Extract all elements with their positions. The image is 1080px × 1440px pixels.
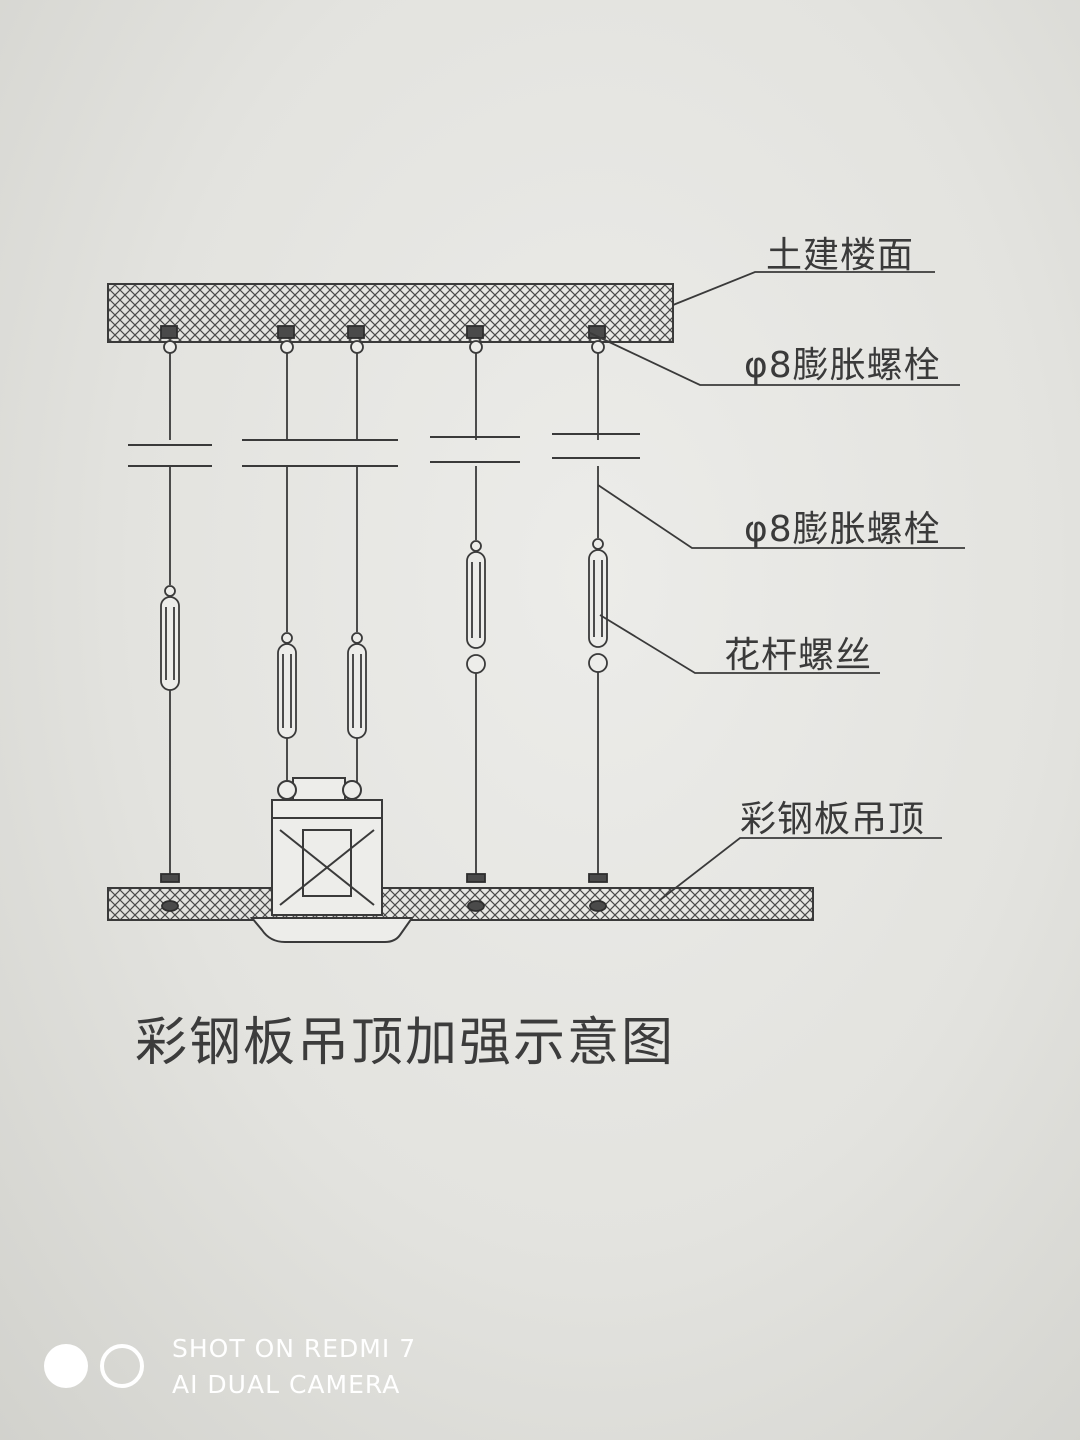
rod-4-hook [469,340,483,354]
rod-3-eye-top [351,632,363,644]
label-ceiling: 彩钢板吊顶 [740,799,926,840]
rod-1-turnbuckle [160,596,180,691]
rod-3-hook [350,340,364,354]
rod-5-turnbuckle [588,549,608,648]
rod-1-hook [163,340,177,354]
rod-4-washer [467,900,485,912]
rod-5-washer [589,900,607,912]
rod-5-nut [588,873,608,883]
watermark-line-1: SHOT ON REDMI 7 [172,1334,417,1363]
hanger-rods [160,325,608,912]
label-turnbuckle: 花杆螺丝 [724,635,873,676]
rod-5-ring [588,653,608,673]
rod-3-turnbuckle [347,643,367,739]
rod-2-anchor [277,325,295,339]
rod-2-eye-top [281,632,293,644]
leader-lines [587,271,965,901]
watermark-ring-dot-icon [100,1344,144,1388]
watermark-filled-dot-icon [44,1344,88,1388]
reinforcement-box [249,777,414,943]
label-bolt-mid: φ8膨胀螺栓 [744,509,941,550]
floor-slab [107,283,674,343]
rod-2-turnbuckle [277,643,297,739]
rod-4-nut [466,873,486,883]
rod-4-anchor [466,325,484,339]
break-lines [128,433,640,467]
diagram-caption: 彩钢板吊顶加强示意图 [135,1013,676,1073]
ceiling-panel [107,887,814,921]
rod-3-anchor [347,325,365,339]
rod-1-washer [161,900,179,912]
rod-5-hook [591,340,605,354]
rod-1-nut [160,873,180,883]
rod-4-turnbuckle [466,551,486,649]
rod-2-hook [280,340,294,354]
rod-5-eye-top [592,538,604,550]
watermark-line-2: AI DUAL CAMERA [172,1370,401,1399]
rod-1-eye-top [164,585,176,597]
label-bolt-top: φ8膨胀螺栓 [744,345,941,386]
label-floor: 土建楼面 [766,235,915,276]
rod-4-eye-top [470,540,482,552]
rod-1-anchor [160,325,178,339]
rod-4-ring [466,654,486,674]
